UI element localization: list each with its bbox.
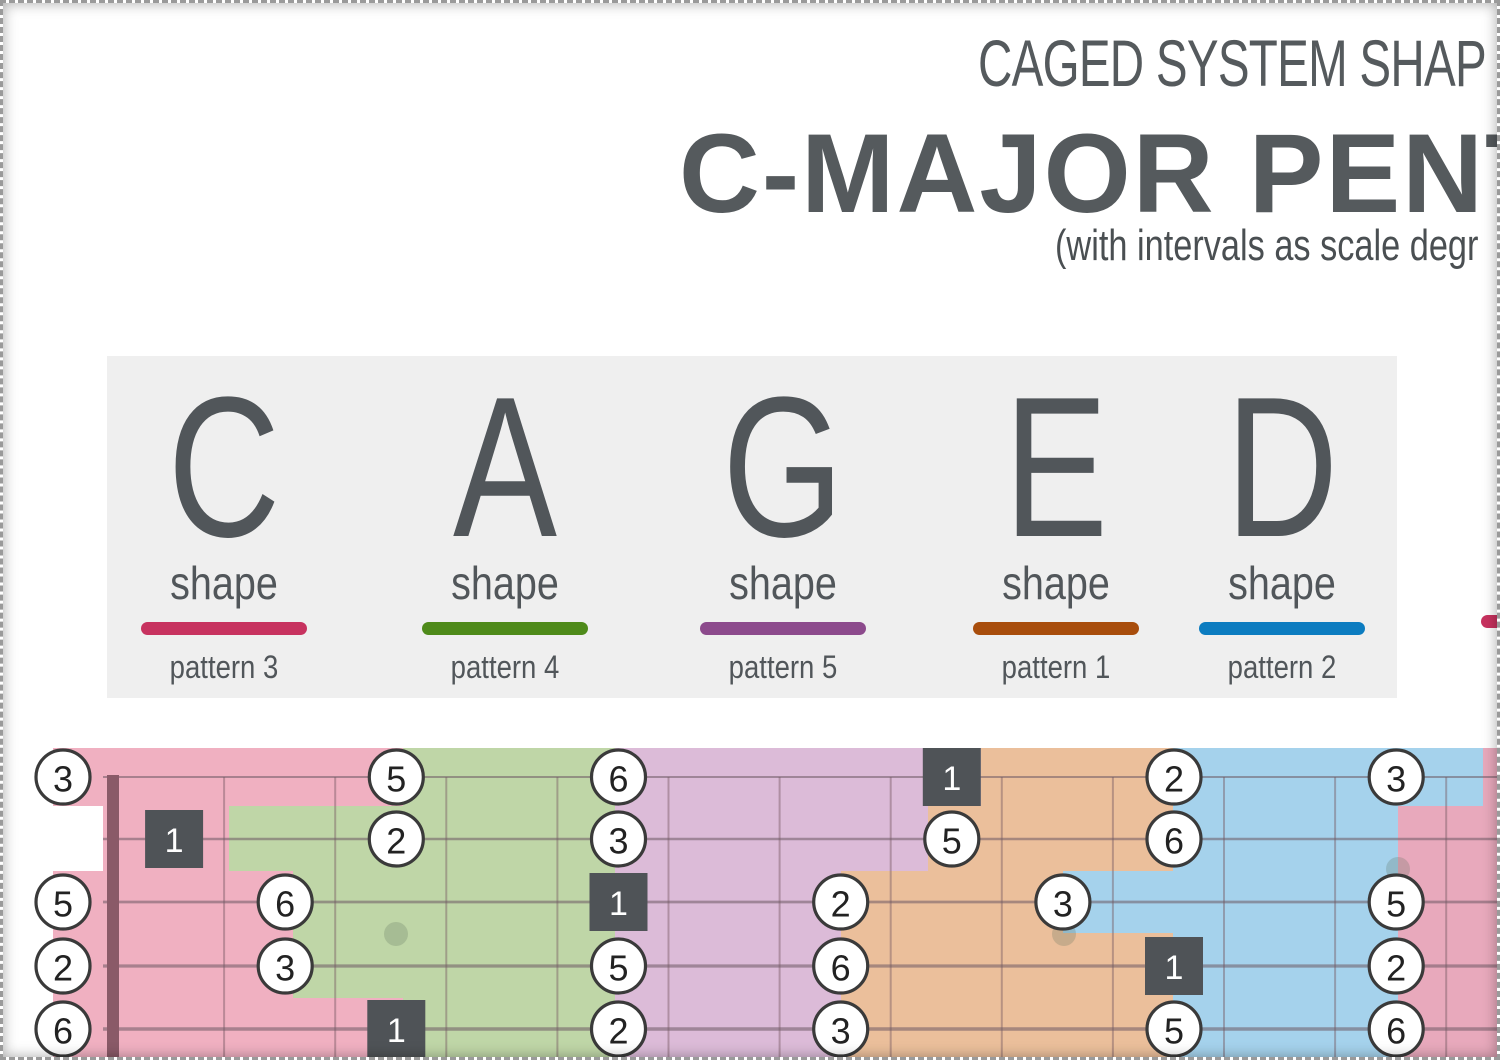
shape-d: D shape pattern 2 bbox=[1182, 356, 1382, 683]
pattern-label: pattern 5 bbox=[728, 649, 838, 685]
note-circle bbox=[1145, 748, 1203, 806]
note-circle bbox=[1367, 937, 1425, 995]
note-circle bbox=[367, 810, 425, 868]
shape-letter: E bbox=[1003, 356, 1109, 579]
note-degree-label: 6 bbox=[1164, 821, 1184, 862]
pattern-label: pattern 3 bbox=[169, 649, 279, 685]
shape-a: A shape pattern 4 bbox=[405, 356, 605, 683]
note-degree-label: 6 bbox=[608, 759, 628, 800]
root-note-box bbox=[1145, 937, 1203, 995]
shape-letter: C bbox=[167, 356, 281, 579]
note-degree-label: 5 bbox=[53, 884, 73, 925]
note-circle bbox=[256, 937, 314, 995]
root-note-box bbox=[589, 873, 648, 931]
note-degree-label: 6 bbox=[275, 884, 295, 925]
shape-letter: D bbox=[1225, 356, 1339, 579]
shape-word: shape bbox=[1228, 557, 1336, 609]
note-circle bbox=[589, 1000, 648, 1057]
poster-note: (with intervals as scale degr bbox=[1055, 221, 1479, 270]
note-degree-label: 3 bbox=[608, 821, 628, 862]
pattern-color-bar bbox=[700, 622, 866, 635]
caged-shape-panel: C shape pattern 3 A shape pattern 4 G sh… bbox=[107, 356, 1397, 698]
note-circle bbox=[256, 873, 314, 931]
shape-e: E shape pattern 1 bbox=[956, 356, 1156, 683]
note-degree-label: 5 bbox=[608, 948, 628, 989]
pattern-label: pattern 2 bbox=[1227, 649, 1337, 685]
note-degree-label: 5 bbox=[1164, 1011, 1184, 1052]
note-degree-label: 2 bbox=[1386, 948, 1406, 989]
note-degree-label: 3 bbox=[831, 1011, 851, 1052]
poster-subtitle: CAGED SYSTEM SHAP bbox=[978, 26, 1487, 100]
shape-word: shape bbox=[451, 557, 559, 609]
note-circle bbox=[589, 810, 648, 868]
note-degree-label: 2 bbox=[386, 821, 406, 862]
note-circle bbox=[1367, 748, 1425, 806]
note-circle bbox=[812, 937, 870, 995]
note-degree-label: 5 bbox=[942, 821, 962, 862]
note-circle bbox=[1367, 873, 1425, 931]
pattern-color-bar bbox=[141, 622, 307, 635]
root-note-label: 1 bbox=[1165, 949, 1184, 987]
shape-word: shape bbox=[170, 557, 278, 609]
note-degree-label: 6 bbox=[53, 1011, 73, 1052]
note-circle bbox=[367, 748, 425, 806]
pattern-color-bar bbox=[973, 622, 1139, 635]
shape-c: C shape pattern 3 bbox=[124, 356, 324, 683]
note-circle bbox=[34, 748, 92, 806]
note-degree-label: 2 bbox=[608, 1011, 628, 1052]
note-degree-label: 3 bbox=[1386, 759, 1406, 800]
root-note-label: 1 bbox=[387, 1012, 406, 1050]
fretboard-diagram: 3 5 6 1 2 3 1 2 3 5 6 5 6 1 2 3 5 2 3 5 6 1 2 6 1 2 3 5 6 bbox=[34, 748, 1497, 1057]
pattern-label: pattern 4 bbox=[450, 649, 560, 685]
note-degree-label: 3 bbox=[53, 759, 73, 800]
shape-letter: G bbox=[722, 356, 844, 579]
note-circle bbox=[34, 873, 92, 931]
fret-inlay-dot bbox=[384, 922, 408, 946]
note-circle bbox=[589, 937, 648, 995]
note-circle bbox=[812, 873, 870, 931]
edge-pattern-bar bbox=[1481, 615, 1497, 628]
note-circle bbox=[923, 810, 981, 868]
note-degree-label: 5 bbox=[386, 759, 406, 800]
pattern-label: pattern 1 bbox=[1001, 649, 1111, 685]
note-degree-label: 2 bbox=[53, 948, 73, 989]
shape-word: shape bbox=[729, 557, 837, 609]
shape-g: G shape pattern 5 bbox=[683, 356, 883, 683]
note-degree-label: 2 bbox=[1164, 759, 1184, 800]
note-circle bbox=[1034, 873, 1092, 931]
root-note-label: 1 bbox=[942, 760, 961, 798]
shape-word: shape bbox=[1002, 557, 1110, 609]
note-degree-label: 3 bbox=[1053, 884, 1073, 925]
root-note-label: 1 bbox=[165, 822, 184, 860]
note-degree-label: 3 bbox=[275, 948, 295, 989]
note-circle bbox=[1367, 1000, 1425, 1057]
note-degree-label: 2 bbox=[831, 884, 851, 925]
root-note-label: 1 bbox=[609, 885, 628, 923]
note-degree-label: 5 bbox=[1386, 884, 1406, 925]
shape-letter: A bbox=[452, 356, 558, 579]
note-degree-label: 6 bbox=[831, 948, 851, 989]
guitar-nut bbox=[107, 775, 119, 1057]
note-circle bbox=[34, 1000, 92, 1057]
note-degree-label: 6 bbox=[1386, 1011, 1406, 1052]
note-circle bbox=[1145, 1000, 1203, 1057]
root-note-box bbox=[145, 810, 204, 868]
note-circle bbox=[589, 748, 648, 806]
root-note-box bbox=[367, 1000, 426, 1057]
pattern-color-bar bbox=[422, 622, 588, 635]
pattern-color-bar bbox=[1199, 622, 1365, 635]
note-circle bbox=[812, 1000, 870, 1057]
note-circle bbox=[34, 937, 92, 995]
poster-title: C-MAJOR PENT bbox=[679, 111, 1500, 236]
root-note-box bbox=[922, 748, 981, 806]
note-circle bbox=[1145, 810, 1203, 868]
